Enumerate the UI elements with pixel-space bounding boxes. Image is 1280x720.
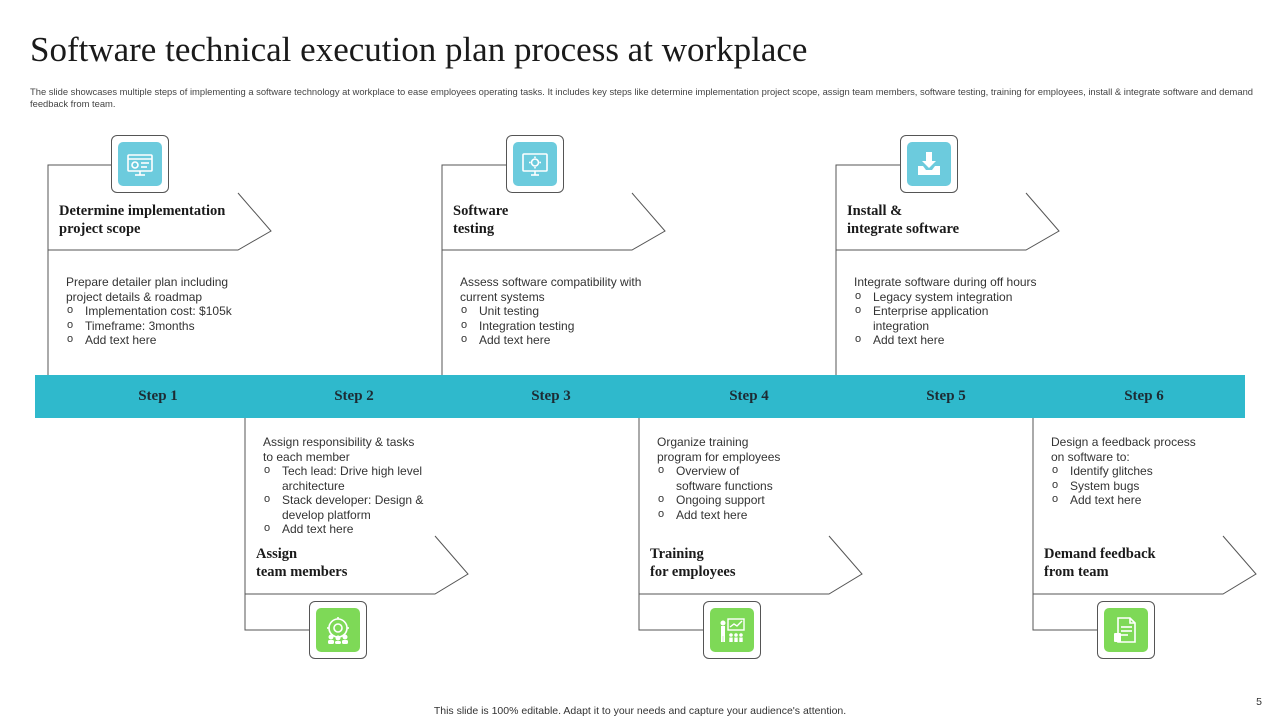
list-item: Add text here [854,332,1049,348]
footer-note: This slide is 100% editable. Adapt it to… [433,705,847,717]
step-5-icon-box [900,135,958,193]
list-item: Add text here [263,521,458,537]
page-number: 5 [1256,696,1262,708]
list-item: Add text here [1051,492,1246,508]
dashboard-presentation-icon [127,154,153,176]
list-item: System bugs [1051,478,1246,494]
step-5-description: Integrate software during off hours Lega… [854,275,1049,348]
steps-band [35,375,1245,418]
install-download-icon [918,152,940,175]
team-gear-icon [327,617,349,644]
list-item: Implementation cost: $105k [66,303,261,319]
step-4-icon-box [703,601,761,659]
monitor-gear-icon [522,153,548,176]
step-6-label: Step 6 [1124,388,1164,404]
slide-title: Software technical execution plan proces… [30,30,808,69]
list-item: Unit testing [460,303,655,319]
feedback-document-icon [1114,617,1136,643]
list-item: Identify glitches [1051,463,1246,479]
step-3-label: Step 3 [531,388,571,404]
list-item: Ongoing support [657,492,852,508]
step-4-label: Step 4 [729,388,769,404]
list-item: Timeframe: 3months [66,318,261,334]
list-item: Add text here [460,332,655,348]
list-item: Legacy system integration [854,289,1049,305]
slide-subtitle: The slide showcases multiple steps of im… [30,86,1254,109]
step-2-icon-box [309,601,367,659]
list-item: Integration testing [460,318,655,334]
step-6-icon-box [1097,601,1155,659]
step-1-icon-box [111,135,169,193]
step-5-title: Install &integrate software [847,203,960,237]
step-1-label: Step 1 [138,388,178,404]
list-item: Stack developer: Design &develop platfor… [263,492,458,522]
list-item: Add text here [66,332,261,348]
step-5-label: Step 5 [926,388,966,404]
step-3-icon-box [506,135,564,193]
training-presenter-icon [720,618,745,642]
list-item: Add text here [657,507,852,523]
step-2-label: Step 2 [334,388,374,404]
